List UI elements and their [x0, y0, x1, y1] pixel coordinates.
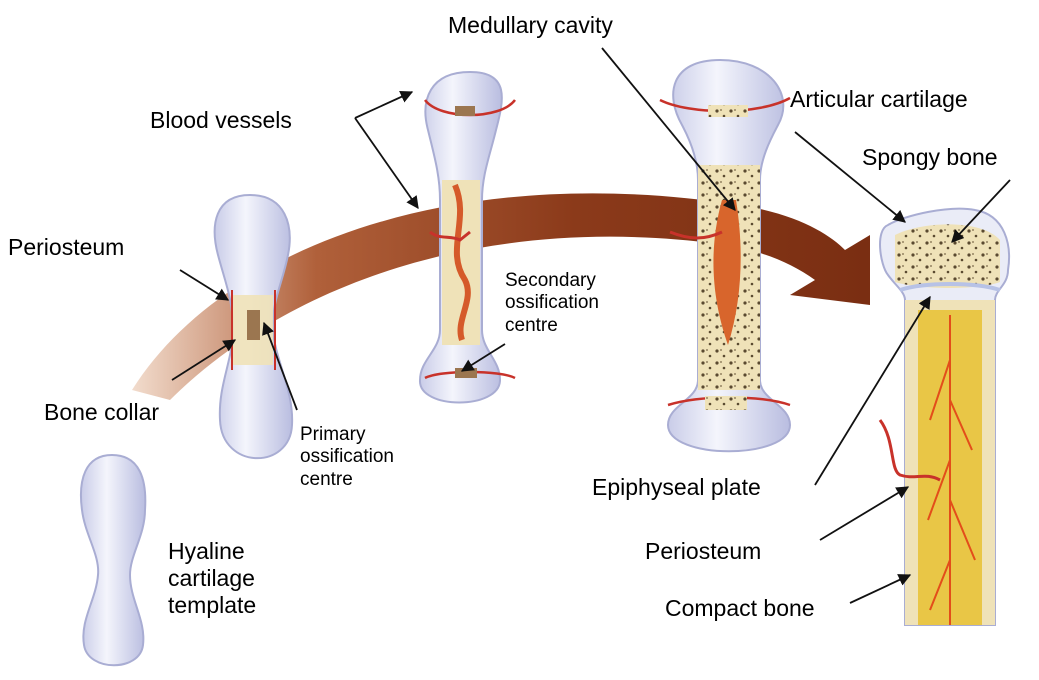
label-secondary-ossification-centre: Secondary ossification centre: [505, 270, 599, 337]
label-hyaline-line-1: Hyaline: [168, 538, 256, 565]
label-primary-ossification-centre: Primary ossification centre: [300, 424, 394, 491]
label-periosteum-right: Periosteum: [645, 538, 761, 565]
label-primary-line-1: Primary: [300, 424, 394, 446]
label-secondary-line-1: Secondary: [505, 270, 599, 292]
label-blood-vessels: Blood vessels: [150, 107, 292, 134]
label-bone-collar: Bone collar: [44, 399, 159, 426]
label-spongy-bone: Spongy bone: [862, 144, 998, 171]
label-periosteum-left: Periosteum: [8, 234, 124, 261]
label-articular-cartilage: Articular cartilage: [790, 86, 968, 113]
label-medullary-cavity: Medullary cavity: [448, 12, 613, 39]
label-hyaline-cartilage-template: Hyaline cartilage template: [168, 538, 256, 619]
label-primary-line-3: centre: [300, 469, 394, 491]
label-hyaline-line-3: template: [168, 592, 256, 619]
mature-bone-model: [880, 209, 1009, 625]
label-primary-line-2: ossification: [300, 446, 394, 468]
label-compact-bone: Compact bone: [665, 595, 815, 622]
label-secondary-line-3: centre: [505, 315, 599, 337]
label-hyaline-line-2: cartilage: [168, 565, 256, 592]
label-secondary-line-2: ossification: [505, 292, 599, 314]
hyaline-cartilage-model: [81, 455, 145, 665]
label-epiphyseal-plate: Epiphyseal plate: [592, 474, 761, 501]
